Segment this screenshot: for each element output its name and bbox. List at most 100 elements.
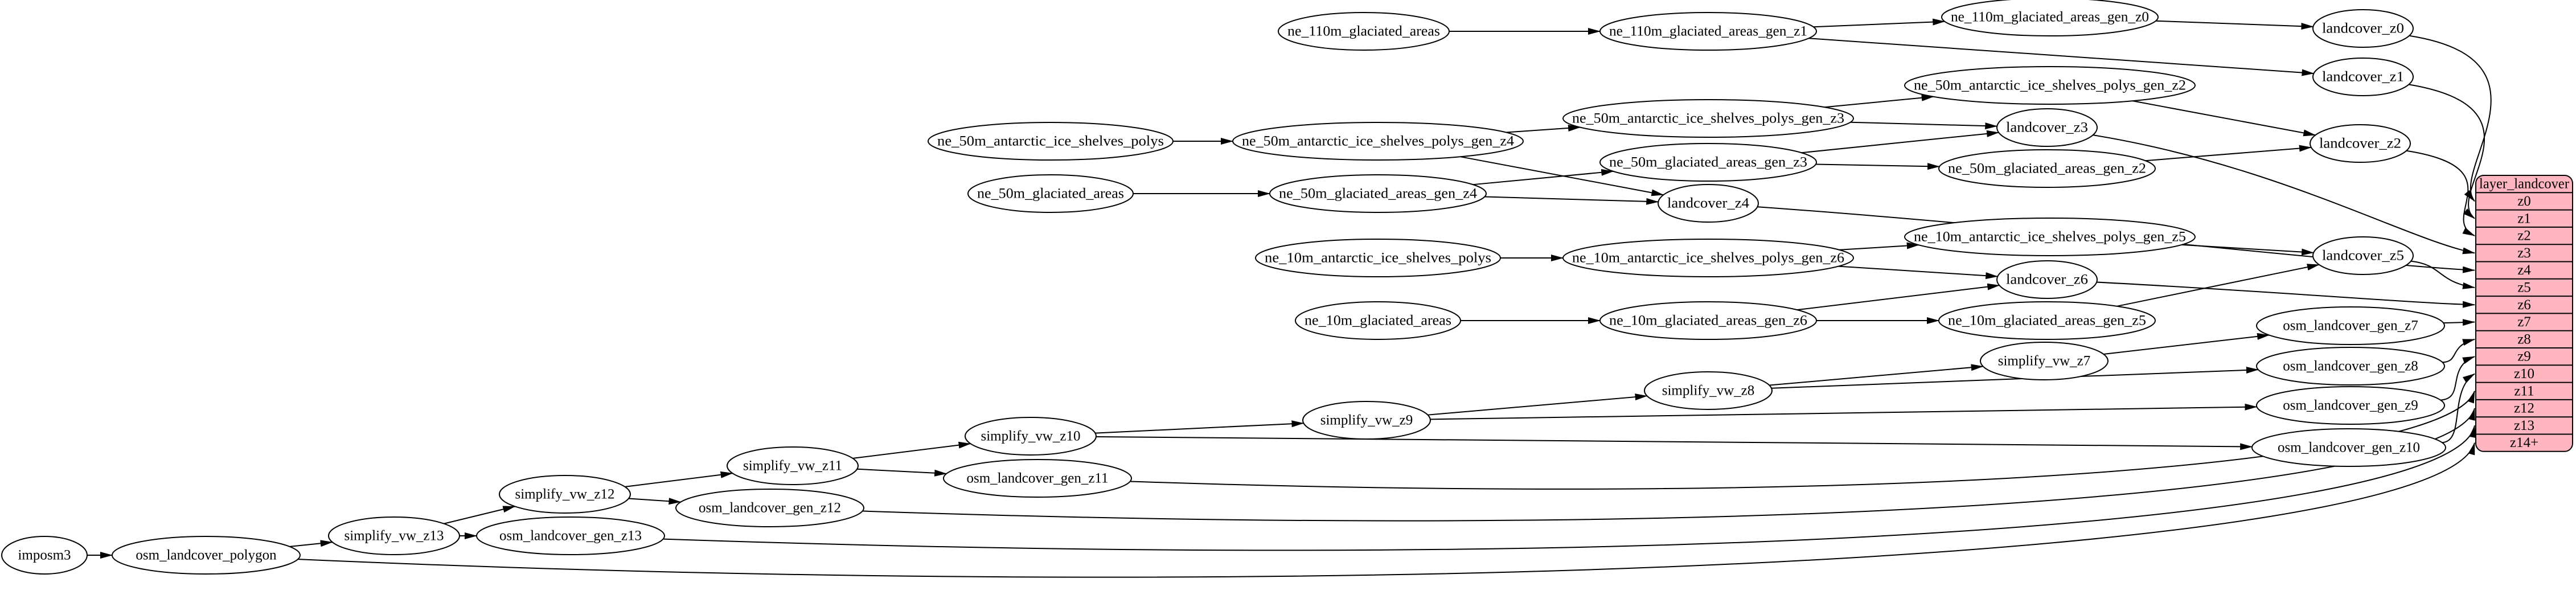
table-title: layer_landcover: [2479, 177, 2570, 192]
node-label: landcover_z2: [2319, 136, 2401, 151]
node-label: ne_10m_glaciated_areas: [1305, 313, 1451, 329]
node-ellipse: [727, 446, 859, 485]
node-osm_landcover_gen_z8: osm_landcover_gen_z8: [2256, 347, 2445, 386]
edge-ne_10m_antarctic_ice_shelves_polys_gen_z6-to-ne_10m_antarctic_ice_shelves_polys_gen_z5: [1839, 242, 1919, 251]
node-label: simplify_vw_z12: [515, 487, 615, 502]
table-row-label-z2: z2: [2517, 228, 2531, 244]
node-osm_landcover_gen_z11: osm_landcover_gen_z11: [943, 459, 1132, 498]
node-label: simplify_vw_z11: [743, 458, 842, 474]
edge-ne_50m_glaciated_areas_gen_z2-to-landcover_z2: [2145, 145, 2312, 162]
node-ellipse: [1644, 371, 1773, 410]
table-row-label-z0: z0: [2517, 194, 2531, 209]
edge-ne_50m_glaciated_areas_gen_z4-to-landcover_z4: [1484, 196, 1659, 205]
table-row-label-z8: z8: [2517, 331, 2531, 347]
node-ellipse: [1938, 301, 2156, 340]
table-row-label-z14+: z14+: [2510, 435, 2538, 450]
node-ellipse: [675, 489, 864, 527]
node-label: osm_landcover_gen_z8: [2283, 359, 2418, 374]
node-imposm3: imposm3: [1, 536, 88, 575]
table-row-label-z1: z1: [2517, 211, 2531, 226]
table-row-label-z10: z10: [2514, 366, 2534, 382]
edge-landcover_z3-to-table-row-z3: [2093, 134, 2475, 255]
node-ne_50m_antarctic_ice_shelves_polys_gen_z3: ne_50m_antarctic_ice_shelves_polys_gen_z…: [1562, 99, 1854, 138]
node-ne_50m_antarctic_ice_shelves_polys_gen_z2: ne_50m_antarctic_ice_shelves_polys_gen_z…: [1904, 66, 2196, 105]
edge-simplify_vw_z10-to-simplify_vw_z9: [1095, 420, 1305, 434]
node-label: landcover_z1: [2322, 69, 2404, 85]
edge-osm_landcover_gen_z13-to-table-row-z13: [663, 425, 2476, 551]
node-label: landcover_z6: [2006, 272, 2088, 288]
edge-osm_landcover_gen_z11-to-table-row-z11: [1130, 390, 2475, 490]
node-ellipse: [1232, 122, 1524, 161]
table-row-label-z7: z7: [2517, 314, 2531, 330]
node-osm_landcover_gen_z13: osm_landcover_gen_z13: [476, 516, 665, 555]
node-simplify_vw_z7: simplify_vw_z7: [1980, 342, 2109, 380]
node-ellipse: [1255, 239, 1501, 277]
edge-simplify_vw_z8-to-osm_landcover_gen_z8: [1771, 366, 2259, 389]
edge-ne_10m_antarctic_ice_shelves_polys_gen_z6-to-landcover_z6: [1838, 265, 1999, 280]
node-ne_50m_glaciated_areas_gen_z2: ne_50m_glaciated_areas_gen_z2: [1938, 149, 2156, 188]
edge-simplify_vw_z13-to-simplify_vw_z12: [444, 506, 516, 524]
edge-ne_50m_antarctic_ice_shelves_polys_gen_z4-to-ne_50m_antarctic_ice_shelves_polys_gen_z3: [1506, 124, 1581, 133]
node-osm_landcover_gen_z7: osm_landcover_gen_z7: [2256, 306, 2445, 345]
edge-ne_50m_antarctic_ice_shelves_polys_gen_z2-to-landcover_z2: [2132, 100, 2316, 137]
node-osm_landcover_gen_z10: osm_landcover_gen_z10: [2251, 428, 2446, 467]
table-row-label-z5: z5: [2517, 280, 2531, 295]
node-label: imposm3: [18, 548, 71, 563]
edge-ne_110m_glaciated_areas_gen_z0-to-landcover_z0: [2155, 20, 2314, 30]
node-simplify_vw_z12: simplify_vw_z12: [499, 475, 631, 514]
table-row-label-z3: z3: [2517, 245, 2531, 261]
node-ellipse: [1996, 260, 2098, 299]
node-label: ne_110m_glaciated_areas_gen_z1: [1609, 24, 1807, 39]
node-ne_10m_antarctic_ice_shelves_polys_gen_z5: ne_10m_antarctic_ice_shelves_polys_gen_z…: [1904, 218, 2196, 256]
node-label: simplify_vw_z13: [344, 528, 444, 544]
node-ellipse: [1562, 239, 1854, 277]
node-simplify_vw_z11: simplify_vw_z11: [727, 446, 859, 485]
node-simplify_vw_z10: simplify_vw_z10: [965, 417, 1097, 456]
node-label: ne_50m_glaciated_areas: [977, 186, 1124, 202]
node-ne_10m_antarctic_ice_shelves_polys: ne_10m_antarctic_ice_shelves_polys: [1255, 239, 1501, 277]
edge-simplify_vw_z12-to-simplify_vw_z11: [625, 471, 733, 487]
edge-ne_110m_glaciated_areas_gen_z1-to-ne_110m_glaciated_areas_gen_z0: [1813, 18, 1946, 28]
node-ne_10m_antarctic_ice_shelves_polys_gen_z6: ne_10m_antarctic_ice_shelves_polys_gen_z…: [1562, 239, 1854, 277]
edge-ne_10m_glaciated_areas_gen_z6-to-landcover_z6: [1796, 283, 2000, 311]
node-landcover_z6: landcover_z6: [1996, 260, 2098, 299]
node-ellipse: [1938, 149, 2156, 188]
table-row-label-z6: z6: [2517, 297, 2531, 313]
node-label: osm_landcover_gen_z13: [499, 528, 642, 544]
table-row-label-z4: z4: [2517, 263, 2531, 278]
node-ne_10m_glaciated_areas_gen_z5: ne_10m_glaciated_areas_gen_z5: [1938, 301, 2156, 340]
edge-osm_landcover_gen_z10-to-table-row-z10: [2442, 373, 2475, 444]
node-ne_110m_glaciated_areas: ne_110m_glaciated_areas: [1278, 12, 1450, 51]
node-label: osm_landcover_gen_z12: [699, 501, 841, 516]
node-label: ne_50m_antarctic_ice_shelves_polys: [937, 134, 1164, 149]
node-label: ne_50m_glaciated_areas_gen_z3: [1609, 155, 1807, 170]
node-label: osm_landcover_polygon: [136, 548, 277, 563]
edge-ne_50m_glaciated_areas_gen_z3-to-landcover_z3: [1801, 130, 2000, 154]
edge-landcover_z5-to-table-row-z5: [2411, 260, 2475, 289]
table-row-label-z9: z9: [2517, 349, 2531, 364]
node-ellipse: [476, 516, 665, 555]
node-ellipse: [1562, 99, 1854, 138]
node-ne_10m_glaciated_areas_gen_z6: ne_10m_glaciated_areas_gen_z6: [1599, 301, 1817, 340]
edge-osm_landcover_polygon-to-simplify_vw_z13: [289, 540, 333, 547]
edge-simplify_vw_z9-to-osm_landcover_gen_z9: [1430, 403, 2258, 420]
node-ellipse: [1599, 143, 1817, 182]
node-label: ne_50m_glaciated_areas_gen_z4: [1279, 186, 1478, 202]
node-label: ne_10m_antarctic_ice_shelves_polys: [1265, 251, 1491, 266]
node-ellipse: [2256, 386, 2445, 425]
node-label: simplify_vw_z9: [1320, 413, 1413, 428]
node-label: osm_landcover_gen_z9: [2283, 398, 2418, 413]
node-ellipse: [928, 122, 1174, 161]
node-ne_50m_glaciated_areas: ne_50m_glaciated_areas: [967, 174, 1134, 213]
edge-osm_landcover_gen_z8-to-table-row-z8: [2442, 338, 2475, 363]
edge-simplify_vw_z10-to-osm_landcover_gen_z10: [1096, 436, 2253, 450]
node-label: landcover_z5: [2322, 248, 2404, 264]
node-label: ne_50m_antarctic_ice_shelves_polys_gen_z…: [1242, 134, 1515, 149]
edges: [87, 18, 2492, 578]
node-label: ne_50m_antarctic_ice_shelves_polys_gen_z…: [1914, 78, 2186, 93]
node-ellipse: [1302, 401, 1431, 440]
node-label: simplify_vw_z8: [1662, 383, 1755, 399]
node-landcover_z1: landcover_z1: [2312, 58, 2414, 96]
edge-osm_landcover_gen_z7-to-table-row-z7: [2443, 319, 2475, 326]
